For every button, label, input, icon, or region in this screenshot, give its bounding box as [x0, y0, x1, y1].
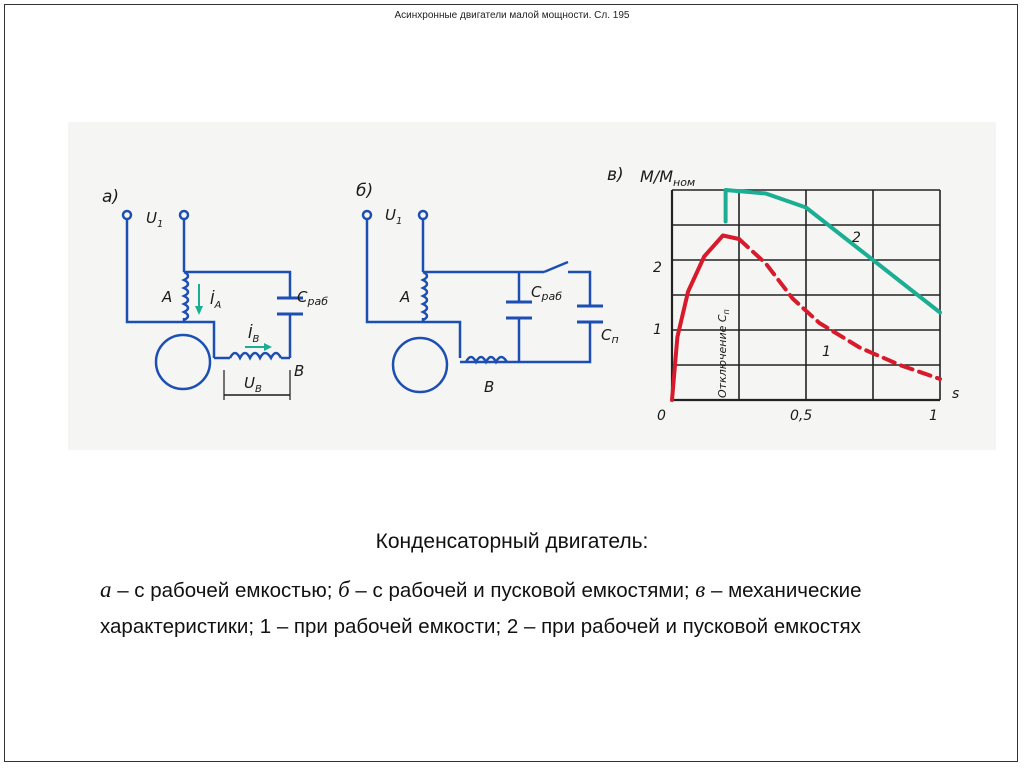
curve-2-label: 2: [852, 230, 861, 246]
caption-letter-a: а: [100, 577, 112, 602]
cap-work-label: Cраб: [297, 288, 328, 308]
panel-a-tag: а): [102, 187, 119, 207]
disconnect-annotation: Отключение Cп: [716, 309, 731, 398]
series-1-dashed-line: [737, 237, 942, 381]
slide-header: Асинхронные двигатели малой мощности. Сл…: [394, 10, 630, 21]
chart-series: [670, 188, 942, 402]
winding-a-label: A: [399, 288, 410, 306]
panel-b-tag: б): [356, 181, 373, 201]
caption-title: Конденсаторный двигатель:: [375, 530, 649, 553]
panel-c: в) M/Mном 2 1 0 0,5 1 s Отключение Cп 2 …: [607, 165, 959, 424]
panel-c-tag: в): [607, 165, 624, 185]
caption-text: а – с рабочей емкостью; б – с рабочей и …: [100, 572, 950, 645]
circuit-diagrams: а) U1: [102, 165, 959, 424]
motor-rotor: [154, 333, 212, 391]
winding-a-coil: [420, 270, 429, 322]
winding-b-coil: [464, 355, 509, 365]
figure-area: а) U1: [68, 122, 996, 450]
panel-a-wires: [125, 219, 292, 360]
current-b-arrowhead: [264, 343, 272, 351]
caption-c-text: – механические характеристики; 1 – при р…: [100, 579, 862, 638]
chart-grid: [670, 189, 941, 402]
panel-b-wires: [365, 219, 592, 364]
terminal-right: [178, 209, 190, 221]
winding-b-label: B: [484, 378, 494, 396]
terminal-right: [417, 209, 429, 221]
series-1-line: [670, 233, 741, 402]
current-a-arrowhead: [195, 306, 203, 315]
current-b-label: İB: [248, 323, 259, 345]
xaxis-label: s: [952, 386, 959, 402]
caption-b-text: – с рабочей и пусковой емкостями;: [349, 579, 696, 602]
voltage-b-label: UB: [244, 374, 262, 395]
terminal-left: [121, 209, 133, 221]
xtick-label-0-5: 0,5: [790, 408, 812, 424]
xtick-label-0: 0: [657, 408, 666, 424]
caption-letter-c: в: [695, 577, 706, 602]
chart-ylabel: M/Mном: [640, 167, 695, 189]
caption-letter-b: б: [338, 577, 350, 602]
cap-work-label: Cраб: [531, 283, 562, 303]
xtick-label-1: 1: [929, 408, 938, 424]
curve-1-label: 1: [822, 344, 831, 360]
terminal-left: [361, 209, 373, 221]
slide-frame: [4, 4, 1018, 762]
current-a-label: İA: [210, 289, 221, 311]
supply-label: U1: [146, 209, 163, 230]
panel-a: а) U1: [102, 187, 328, 400]
ytick-label-2: 2: [653, 260, 662, 276]
caption-a-text: – с рабочей емкостью;: [111, 579, 339, 602]
supply-label: U1: [385, 206, 402, 227]
series-2-line: [723, 188, 942, 315]
ytick-label-1: 1: [653, 322, 662, 338]
panel-b: б) U1 A Cраб Cп: [356, 181, 619, 396]
winding-a-coil: [181, 270, 190, 322]
motor-rotor: [391, 336, 449, 394]
winding-b-label: B: [294, 362, 304, 380]
winding-a-label: A: [161, 288, 172, 306]
winding-b-coil: [228, 351, 283, 361]
cap-start-label: Cп: [601, 326, 619, 346]
